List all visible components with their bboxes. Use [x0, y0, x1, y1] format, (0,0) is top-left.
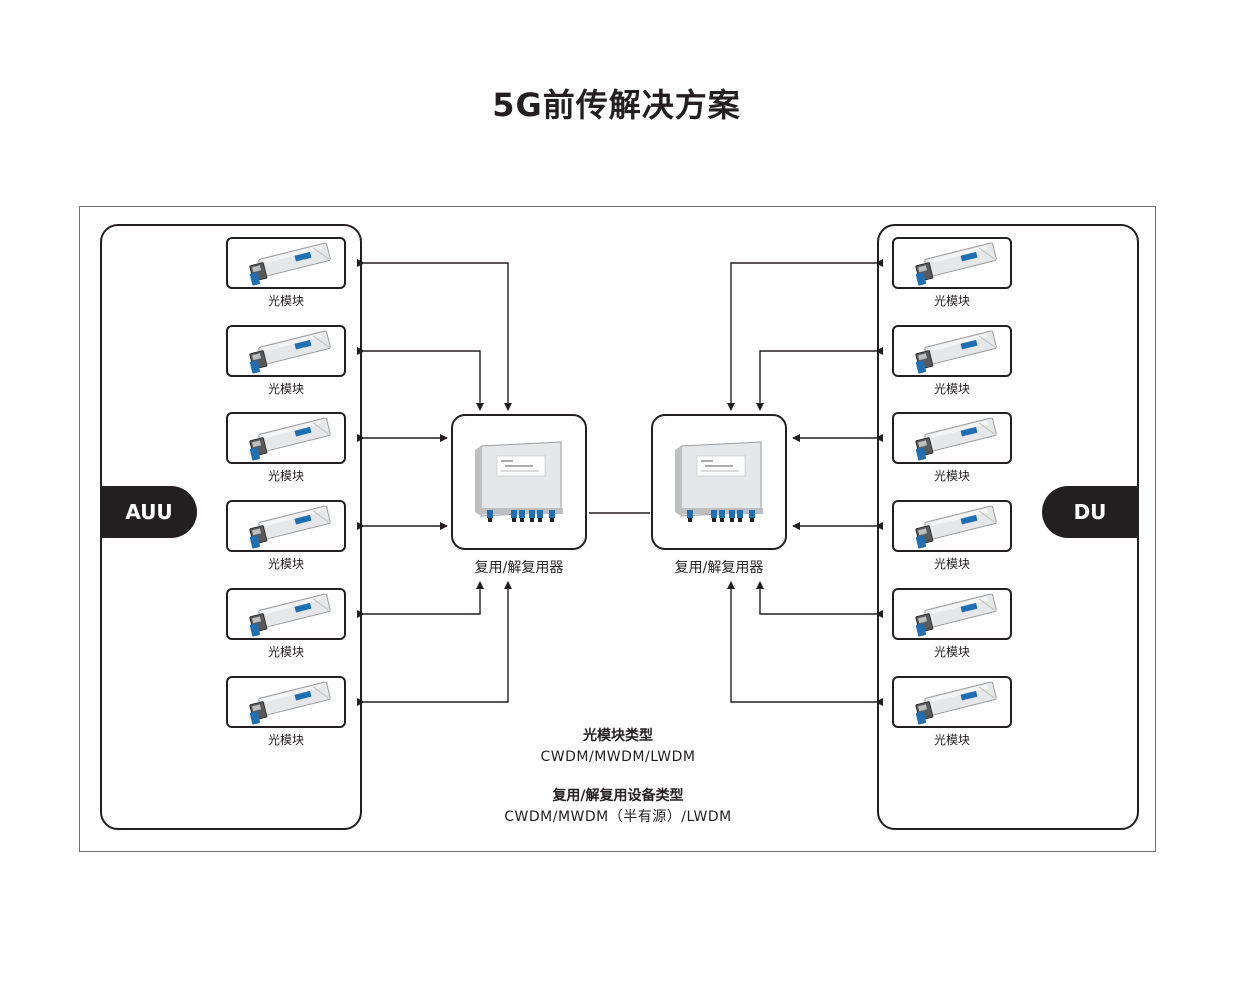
auu-optical-module-3 [226, 412, 346, 464]
auu-optical-module-1 [226, 237, 346, 289]
link-right-2 [756, 347, 883, 411]
du-optical-module-2 [892, 325, 1012, 377]
link-right-1 [727, 259, 883, 411]
du-optical-module-1 [892, 237, 1012, 289]
mux-label-left: 复用/解复用器 [474, 560, 564, 576]
du-optical-module-4 [892, 500, 1012, 552]
du-optical-module-3 [892, 412, 1012, 464]
link-left-2 [357, 347, 484, 411]
module-type-value: CWDM/MWDM/LWDM [440, 746, 796, 765]
du-optical-module-6 [892, 676, 1012, 728]
mux-label-right: 复用/解复用器 [674, 560, 764, 576]
device-type-value: CWDM/MWDM（半有源）/LWDM [440, 806, 796, 826]
du-module-label-2: 光模块 [933, 382, 970, 396]
auu-module-label-2: 光模块 [267, 382, 304, 396]
mux-demux-right [651, 414, 787, 550]
link-left-5 [357, 581, 484, 618]
du-module-label-1: 光模块 [933, 294, 970, 308]
du-optical-module-5 [892, 588, 1012, 640]
du-tag: DU [1042, 486, 1138, 538]
auu-module-label-4: 光模块 [267, 557, 304, 571]
auu-tag: AUU [101, 486, 197, 538]
auu-optical-module-5 [226, 588, 346, 640]
link-right-5 [756, 581, 883, 618]
auu-optical-module-2 [226, 325, 346, 377]
device-type-value-text: CWDM/MWDM（半有源）/LWDM [504, 809, 732, 825]
du-module-label-5: 光模块 [933, 645, 970, 659]
auu-module-label-1: 光模块 [267, 294, 304, 308]
mux-demux-left [451, 414, 587, 550]
module-type-heading: 光模块类型 [440, 725, 796, 745]
auu-module-label-5: 光模块 [267, 645, 304, 659]
device-type-heading-text: 复用/解复用设备类型 [552, 788, 684, 804]
page-title: 5G前传解决方案 [492, 86, 741, 124]
du-module-label-4: 光模块 [933, 557, 970, 571]
du-module-label-6: 光模块 [933, 733, 970, 747]
module-type-value-text: CWDM/MWDM/LWDM [540, 749, 696, 765]
diagram-frame [79, 206, 1156, 852]
auu-optical-module-6 [226, 676, 346, 728]
du-module-label-3: 光模块 [933, 469, 970, 483]
device-type-heading: 复用/解复用设备类型 [440, 785, 796, 805]
auu-module-label-3: 光模块 [267, 469, 304, 483]
auu-module-label-6: 光模块 [267, 733, 304, 747]
link-left-1 [357, 259, 512, 411]
auu-optical-module-4 [226, 500, 346, 552]
link-right-6 [727, 581, 883, 706]
link-left-6 [357, 581, 512, 706]
module-type-heading-text: 光模块类型 [583, 728, 653, 744]
